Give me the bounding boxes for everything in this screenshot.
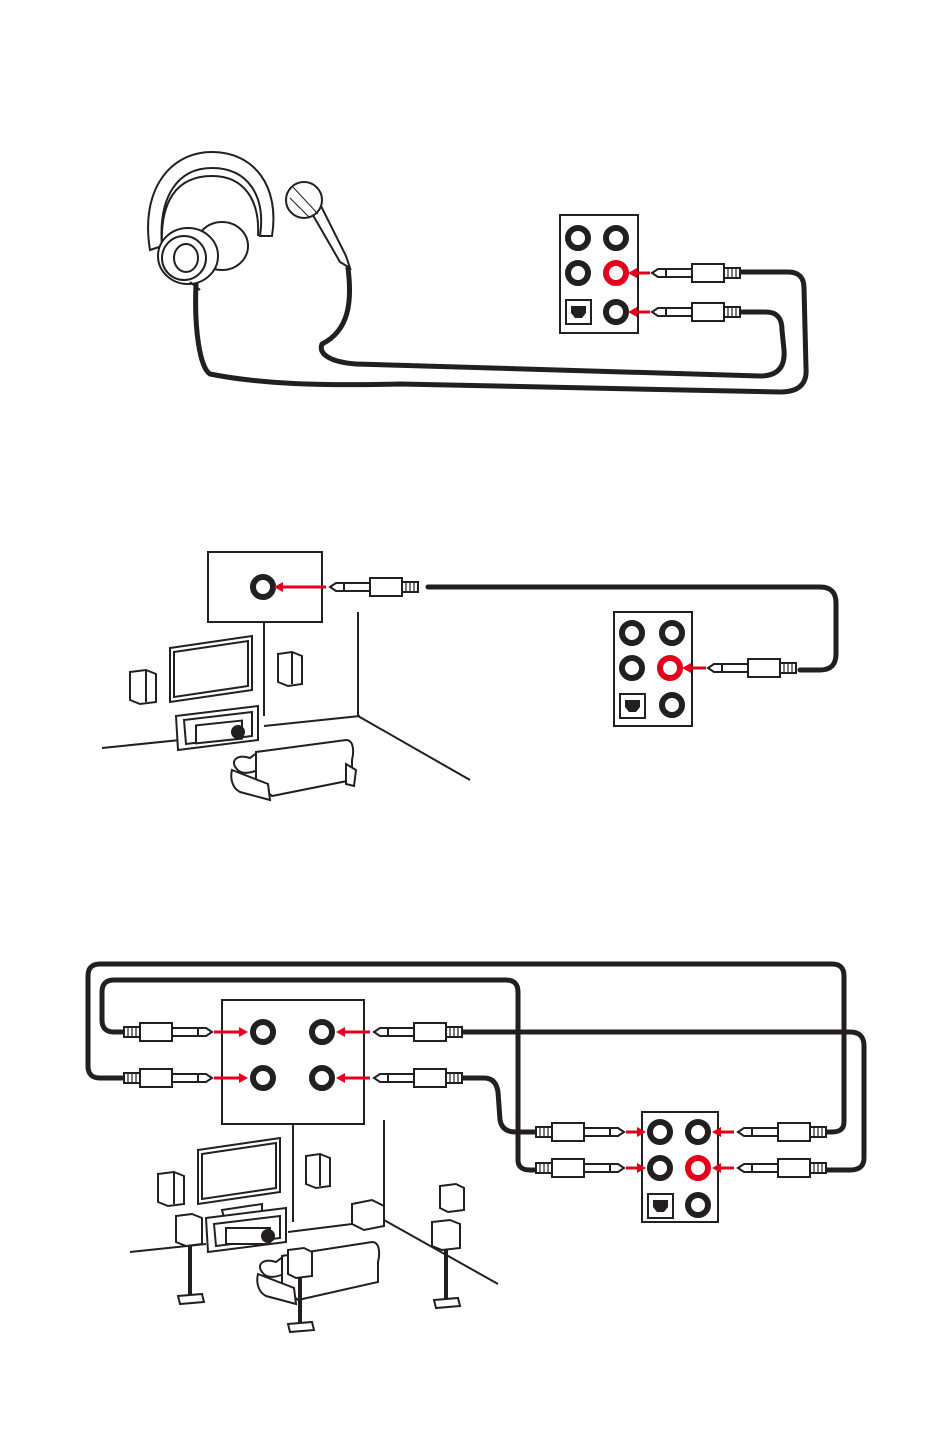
living-room-icon [130,1120,498,1332]
surround-speaker-diagram [0,940,950,1350]
amplifier-icon [222,1000,364,1124]
connector-arrows [628,264,740,321]
microphone-icon [286,182,350,268]
cable-lines [88,964,864,1170]
headphones-icon [148,152,273,290]
audio-panel-icon [642,1112,718,1222]
cable-lines [196,268,807,392]
audio-panel-icon [560,215,638,333]
audio-panel-icon [614,612,692,726]
connector-arrows [274,578,796,677]
living-room-icon [102,612,470,800]
headphone-mic-diagram [0,120,950,440]
stereo-speaker-diagram [0,530,950,830]
